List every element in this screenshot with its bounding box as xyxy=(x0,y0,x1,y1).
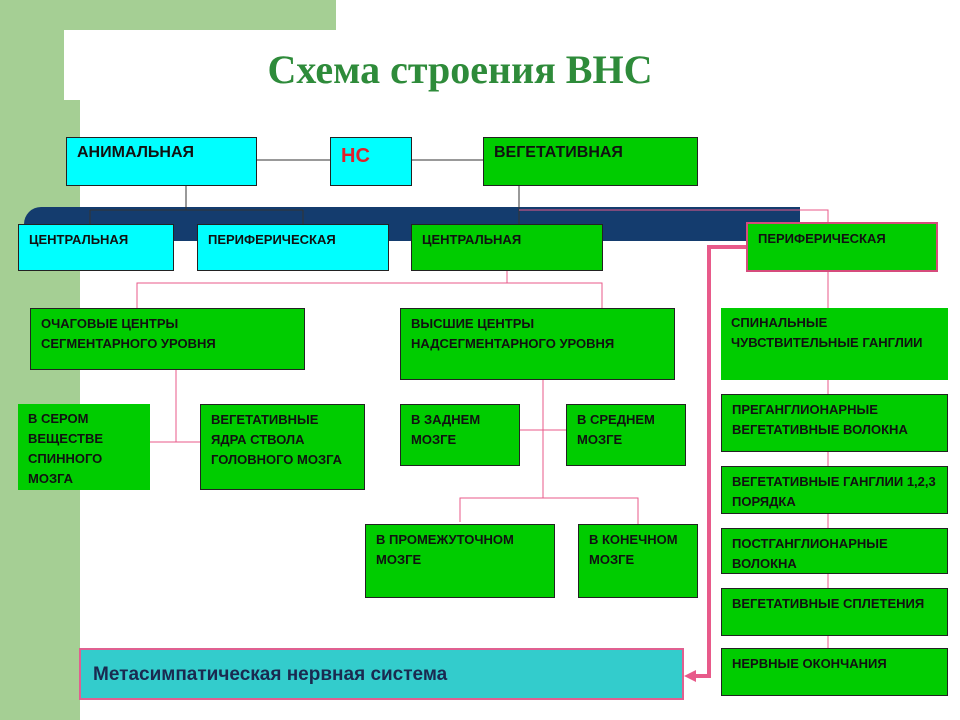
slide-title: Схема строения ВНС xyxy=(267,47,653,92)
midbrain-box: В СРЕДНЕМ МОЗГЕ xyxy=(566,404,686,466)
brainstem-nuclei-box: ВЕГЕТАТИВНЫЕ ЯДРА СТВОЛА ГОЛОВНОГО МОЗГА xyxy=(200,404,365,490)
nerve-endings-box: НЕРВНЫЕ ОКОНЧАНИЯ xyxy=(721,648,948,696)
animal-central-box: ЦЕНТРАЛЬНАЯ xyxy=(18,224,174,271)
vegetative-central-box: ЦЕНТРАЛЬНАЯ xyxy=(411,224,603,271)
animal-ns-box: АНИМАЛЬНАЯ xyxy=(66,137,257,186)
metasympathetic-box: Метасимпатическая нервная система xyxy=(79,648,684,700)
telencephalon-box: В КОНЕЧНОМ МОЗГЕ xyxy=(578,524,698,598)
animal-peripheral-box: ПЕРИФЕРИЧЕСКАЯ xyxy=(197,224,389,271)
top-decoration xyxy=(0,0,336,30)
vegetative-plexuses-box: ВЕГЕТАТИВНЫЕ СПЛЕТЕНИЯ xyxy=(721,588,948,636)
postganglionic-fibers-box: ПОСТГАНГЛИОНАРНЫЕ ВОЛОКНА xyxy=(721,528,948,574)
focal-centers-box: ОЧАГОВЫЕ ЦЕНТРЫ СЕГМЕНТАРНОГО УРОВНЯ xyxy=(30,308,305,370)
ns-box: НС xyxy=(330,137,412,186)
gray-matter-box: В СЕРОМ ВЕЩЕСТВЕ СПИННОГО МОЗГА xyxy=(18,404,150,490)
vegetative-peripheral-box: ПЕРИФЕРИЧЕСКАЯ xyxy=(746,222,938,272)
preganglionic-fibers-box: ПРЕГАНГЛИОНАРНЫЕ ВЕГЕТАТИВНЫЕ ВОЛОКНА xyxy=(721,394,948,452)
hindbrain-box: В ЗАДНЕМ МОЗГЕ xyxy=(400,404,520,466)
vegetative-ganglia-box: ВЕГЕТАТИВНЫЕ ГАНГЛИИ 1,2,3 ПОРЯДКА xyxy=(721,466,948,514)
higher-centers-box: ВЫСШИЕ ЦЕНТРЫ НАДСЕГМЕНТАРНОГО УРОВНЯ xyxy=(400,308,675,380)
diencephalon-box: В ПРОМЕЖУТОЧНОМ МОЗГЕ xyxy=(365,524,555,598)
vegetative-ns-box: ВЕГЕТАТИВНАЯ xyxy=(483,137,698,186)
spinal-ganglia-box: СПИНАЛЬНЫЕ ЧУВСТВИТЕЛЬНЫЕ ГАНГЛИИ xyxy=(721,308,948,380)
title-panel xyxy=(64,30,336,100)
